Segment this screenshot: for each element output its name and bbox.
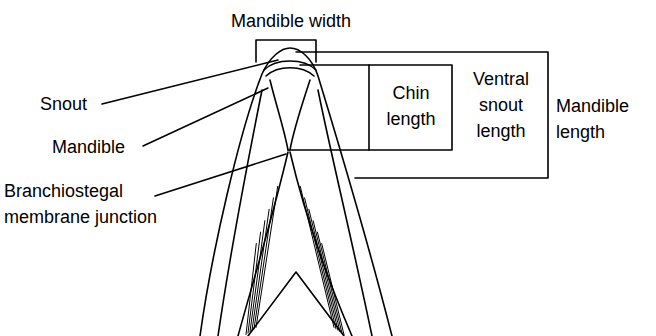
part-label: Mandible xyxy=(52,134,144,160)
length-bracket xyxy=(368,65,370,150)
mandible-ramus xyxy=(318,90,372,336)
leader-line xyxy=(143,88,268,146)
ray-stroke xyxy=(248,232,261,333)
snout-line xyxy=(266,68,314,76)
mandible-ramus xyxy=(290,80,310,150)
width-bracket xyxy=(256,40,316,62)
dimension-label: Ventral snout length xyxy=(456,66,546,144)
ray-stroke xyxy=(317,232,342,333)
ray-stroke xyxy=(322,244,344,335)
part-label: Snout xyxy=(40,91,100,117)
mandible-ramus xyxy=(270,80,288,150)
ray-stroke xyxy=(313,221,340,332)
branchiostegal-membrane xyxy=(238,152,288,336)
leader-line xyxy=(155,154,286,196)
ray-stroke xyxy=(309,209,338,330)
leader-line xyxy=(102,60,278,104)
dimension-label: Mandible length xyxy=(556,93,650,145)
length-bracket xyxy=(288,65,452,150)
ray-stroke xyxy=(252,209,269,330)
length-bracket xyxy=(296,52,548,178)
mandible-ramus xyxy=(218,90,262,336)
ray-stroke xyxy=(305,198,336,329)
ray-stroke xyxy=(256,186,278,327)
dimension-label: Chin length xyxy=(372,80,450,132)
branchiostegal-membrane xyxy=(290,152,352,336)
dimension-label: Mandible width xyxy=(206,8,376,34)
ray-stroke xyxy=(246,244,256,335)
part-label: Branchiostegal membrane junction xyxy=(4,178,164,230)
head-outline xyxy=(200,48,392,336)
ray-stroke xyxy=(300,186,334,327)
